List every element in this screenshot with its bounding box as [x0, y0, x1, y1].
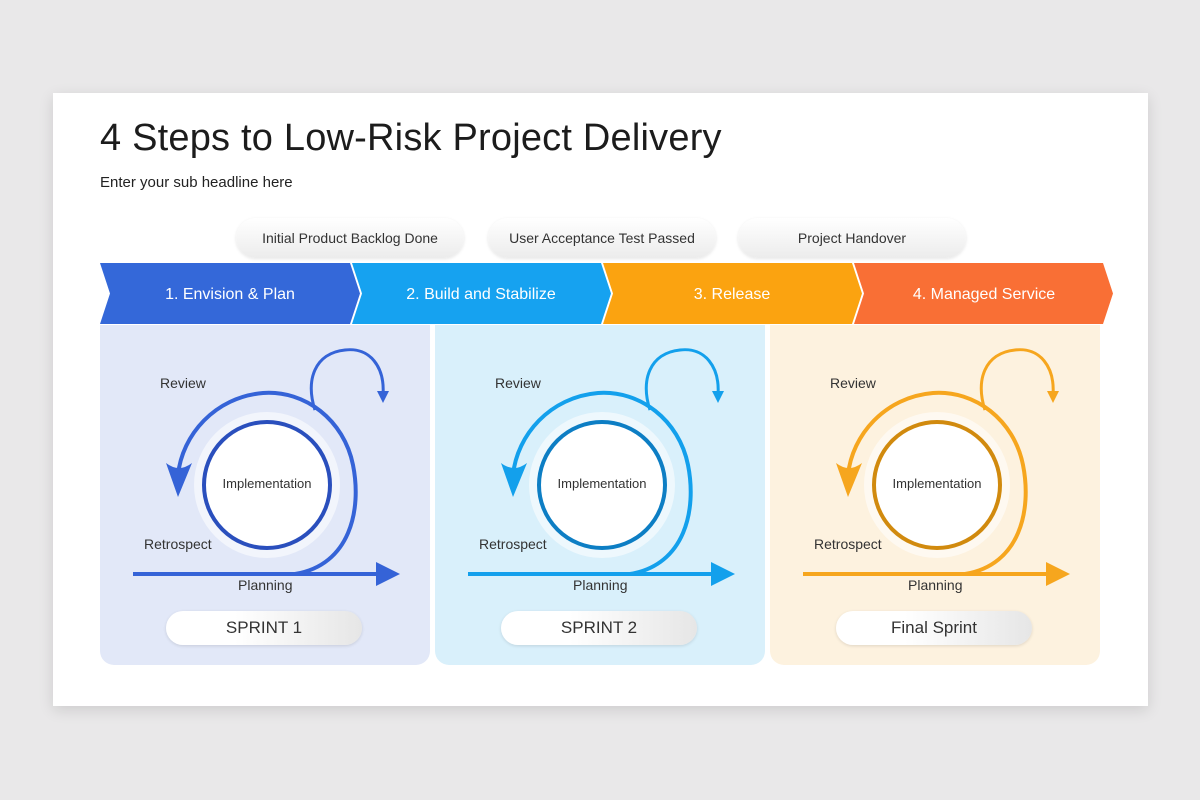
page-title: 4 Steps to Low-Risk Project Delivery [100, 117, 722, 159]
review-label: Review [830, 375, 876, 391]
step-chevron-1 [100, 263, 360, 324]
sprint-badge: SPRINT 2 [501, 611, 697, 645]
review-curl-arrowhead [712, 391, 724, 403]
implementation-label: Implementation [222, 476, 312, 491]
review-curl-arrowhead [1047, 391, 1059, 403]
retrospect-label: Retrospect [479, 536, 547, 552]
sprint-badge: SPRINT 1 [166, 611, 362, 645]
step-label-2: 2. Build and Stabilize [406, 286, 556, 303]
step-label-1: 1. Envision & Plan [165, 286, 295, 303]
review-label: Review [160, 375, 206, 391]
sprint-name: Final Sprint [891, 618, 977, 637]
milestone-label: Project Handover [797, 230, 907, 246]
review-curl [979, 348, 1055, 411]
cycle-loop [846, 390, 1028, 576]
step-chevron-3 [603, 263, 862, 324]
planning-label: Planning [573, 577, 628, 593]
retrospect-label: Retrospect [144, 536, 212, 552]
cycle-loop [511, 390, 693, 576]
sprint-name: SPRINT 2 [560, 618, 638, 637]
review-label: Review [495, 375, 541, 391]
step-label-3: 3. Release [694, 286, 771, 303]
sprint-name: SPRINT 1 [225, 618, 303, 637]
review-curl [309, 348, 385, 411]
implementation-circle [537, 420, 667, 550]
sprint-cycle-diagram [133, 348, 400, 586]
milestone-label: Initial Product Backlog Done [262, 230, 438, 246]
step-chevron-2 [352, 263, 611, 324]
planning-arrowhead [376, 562, 400, 586]
step-label-4: 4. Managed Service [913, 286, 1055, 303]
sprint-cycle-diagram [468, 348, 735, 586]
planning-arrowhead [1046, 562, 1070, 586]
milestone-uat-passed: User Acceptance Test Passed [488, 218, 716, 258]
review-curl-arrowhead [377, 391, 389, 403]
step-chevron-4 [854, 263, 1113, 324]
sprint-panel-2: Review Implementation Retrospect Plannin… [435, 325, 765, 665]
sprint-badge: Final Sprint [836, 611, 1032, 645]
milestone-label: User Acceptance Test Passed [509, 230, 695, 246]
cycle-loop [176, 390, 358, 576]
slide: 4 Steps to Low-Risk Project Delivery Ent… [53, 93, 1148, 706]
page-subtitle: Enter your sub headline here [100, 174, 293, 191]
implementation-circle [872, 420, 1002, 550]
milestone-backlog-done: Initial Product Backlog Done [236, 218, 464, 258]
planning-label: Planning [908, 577, 963, 593]
implementation-circle [202, 420, 332, 550]
implementation-label: Implementation [892, 476, 982, 491]
sprint-cycle-diagram [803, 348, 1070, 586]
retrospect-label: Retrospect [814, 536, 882, 552]
planning-label: Planning [238, 577, 293, 593]
milestone-handover: Project Handover [738, 218, 966, 258]
implementation-label: Implementation [557, 476, 647, 491]
sprint-panel-1: Review Implementation Retrospect Plannin… [100, 325, 430, 665]
planning-arrowhead [711, 562, 735, 586]
cycle-arrowhead-left [166, 463, 192, 497]
cycle-arrowhead-left [501, 463, 527, 497]
process-chevrons: 1. Envision & Plan 2. Build and Stabiliz… [100, 263, 1113, 324]
review-curl [644, 348, 720, 411]
cycle-arrowhead-left [836, 463, 862, 497]
sprint-panel-3: Review Implementation Retrospect Plannin… [770, 325, 1100, 665]
